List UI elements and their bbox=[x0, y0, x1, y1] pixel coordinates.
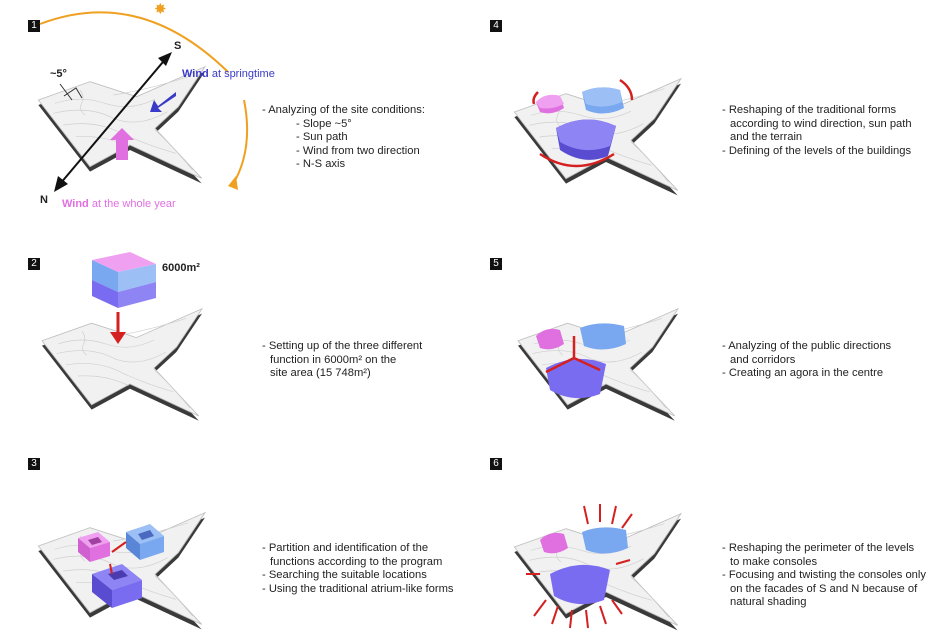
volume-right-blue bbox=[118, 264, 156, 292]
pink-building bbox=[536, 328, 564, 350]
slope-label: ~5° bbox=[50, 68, 67, 80]
north-south-axis bbox=[59, 55, 169, 185]
console-arrows-side bbox=[526, 559, 631, 575]
spring-wind-arrow bbox=[150, 92, 176, 112]
partition-diagram bbox=[37, 512, 206, 630]
step-3-description: - Partition and identification of the fu… bbox=[262, 542, 454, 595]
program-volume-diagram bbox=[41, 252, 203, 422]
twist-arrow bbox=[619, 78, 634, 101]
purple-building bbox=[550, 564, 610, 605]
volume-left-purple bbox=[92, 280, 118, 308]
twist-arrow bbox=[539, 152, 615, 168]
volume-right-purple bbox=[118, 282, 156, 308]
console-arrows-north bbox=[533, 599, 623, 629]
sun-path-arrowhead bbox=[228, 176, 238, 190]
step-1-description: - Analyzing of the site conditions: - Sl… bbox=[262, 104, 425, 171]
step-2-description: - Setting up of the three different func… bbox=[262, 340, 423, 380]
console-arrows-south bbox=[583, 504, 633, 529]
placement-arrowhead bbox=[110, 332, 126, 344]
sun-icon: ✸ bbox=[154, 1, 167, 18]
north-label: N bbox=[40, 194, 48, 206]
step-number: 3 bbox=[28, 458, 40, 470]
blue-building bbox=[580, 323, 626, 350]
location-arrows bbox=[109, 541, 127, 575]
step-4-panel: 4 - Reshaping of the traditional forms a… bbox=[476, 0, 952, 212]
south-arrowhead bbox=[158, 52, 172, 66]
south-label: S bbox=[174, 40, 182, 52]
twist-arrow bbox=[532, 91, 539, 105]
step-3-panel: 3 - Partition and identification of the … bbox=[0, 424, 476, 636]
site-terrain bbox=[41, 308, 203, 422]
slope-icon bbox=[59, 83, 83, 101]
site-analysis-diagram: ✸ bbox=[37, 1, 249, 192]
purple-building bbox=[546, 358, 606, 399]
sun-path-arc bbox=[39, 11, 229, 73]
step-number: 2 bbox=[28, 258, 40, 270]
blue-building bbox=[582, 527, 628, 554]
step-5-description: - Analyzing of the public directions and… bbox=[722, 340, 892, 380]
reshaping-diagram bbox=[513, 78, 682, 196]
public-corridor-arrows bbox=[545, 336, 601, 374]
area-label: 6000m² bbox=[162, 262, 200, 274]
step-2-panel: 2 6000m² - Setting up of the three diffe… bbox=[0, 212, 476, 424]
north-arrowhead bbox=[54, 176, 68, 192]
step-5-panel: 5 - Analyzing of the public directions a… bbox=[476, 212, 952, 424]
step-number: 1 bbox=[28, 20, 40, 32]
sun-path-arc-lower bbox=[231, 99, 249, 187]
spring-wind-label: Wind at springtime bbox=[182, 68, 275, 80]
step-number: 6 bbox=[490, 458, 502, 470]
annual-wind-label: Wind at the whole year bbox=[62, 198, 176, 210]
consoles-diagram bbox=[513, 504, 682, 631]
annual-wind-arrow bbox=[110, 128, 134, 160]
public-directions-diagram bbox=[517, 308, 679, 422]
volume-left-blue bbox=[92, 260, 118, 292]
step-4-description: - Reshaping of the traditional forms acc… bbox=[722, 104, 912, 157]
step-6-description: - Reshaping the perimeter of the levels … bbox=[722, 542, 926, 609]
pink-building bbox=[540, 532, 568, 554]
site-terrain bbox=[37, 66, 206, 184]
step-6-panel: 6 - Reshaping the perimeter of the level… bbox=[476, 424, 952, 636]
step-number: 4 bbox=[490, 20, 502, 32]
volume-top bbox=[92, 252, 156, 272]
step-1-panel: 1 ✸ ~5° S N Wind at springtime Wind at t… bbox=[0, 0, 476, 212]
step-number: 5 bbox=[490, 258, 502, 270]
